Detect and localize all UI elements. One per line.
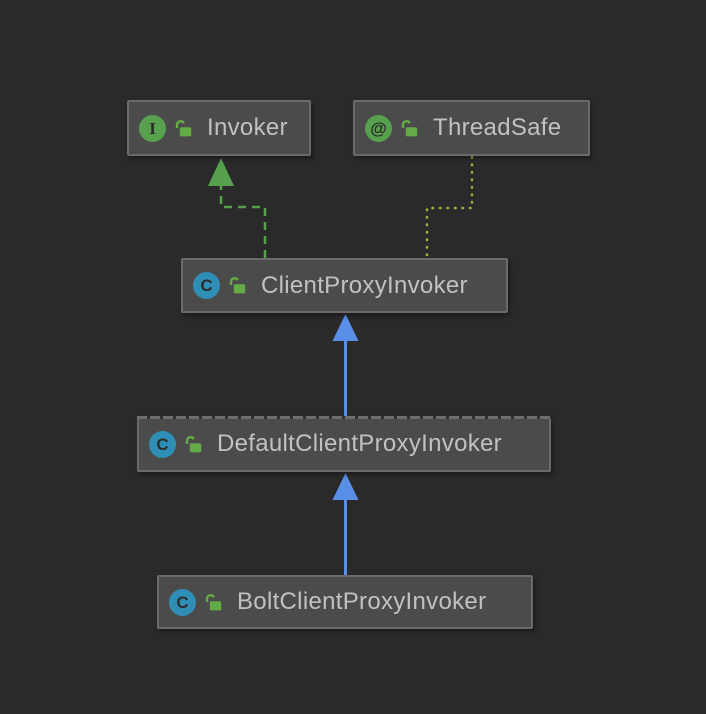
class-node-invoker[interactable]: I Invoker (127, 100, 311, 156)
node-label: Invoker (207, 114, 288, 141)
class-node-boltclientproxyinvoker[interactable]: C BoltClientProxyInvoker (157, 575, 533, 629)
unlocked-padlock-icon (401, 119, 418, 136)
implements-edge-clientproxy-to-invoker[interactable] (208, 158, 267, 258)
compartment-ticks (137, 416, 551, 419)
class-icon: C (149, 430, 176, 458)
unlocked-padlock-icon (175, 119, 192, 136)
implements-arrowhead (208, 158, 234, 186)
unlocked-padlock-icon (185, 435, 202, 452)
unlocked-padlock-icon (229, 277, 246, 294)
node-label: BoltClientProxyInvoker (237, 588, 487, 615)
interface-icon: I (139, 114, 166, 142)
extends-arrowhead (332, 314, 359, 341)
implements-edge-line (219, 184, 267, 258)
extends-arrowhead (332, 473, 359, 500)
class-node-clientproxyinvoker[interactable]: C ClientProxyInvoker (181, 258, 508, 313)
class-node-threadsafe[interactable]: @ ThreadSafe (353, 100, 590, 156)
unlocked-padlock-icon (205, 593, 222, 610)
extends-edge-bolt-to-default[interactable] (332, 473, 359, 576)
class-icon: C (169, 588, 196, 616)
class-icon: C (193, 272, 220, 299)
annotation-edge-clientproxy-to-threadsafe[interactable] (425, 155, 474, 259)
node-label: ThreadSafe (433, 114, 562, 141)
annotation-edge-line (425, 155, 474, 259)
annotation-icon: @ (365, 114, 392, 142)
extends-edge-default-to-clientproxy[interactable] (332, 314, 359, 417)
node-label: ClientProxyInvoker (261, 271, 468, 299)
class-node-defaultclientproxyinvoker[interactable]: C DefaultClientProxyInvoker (137, 416, 551, 472)
node-label: DefaultClientProxyInvoker (217, 430, 502, 457)
